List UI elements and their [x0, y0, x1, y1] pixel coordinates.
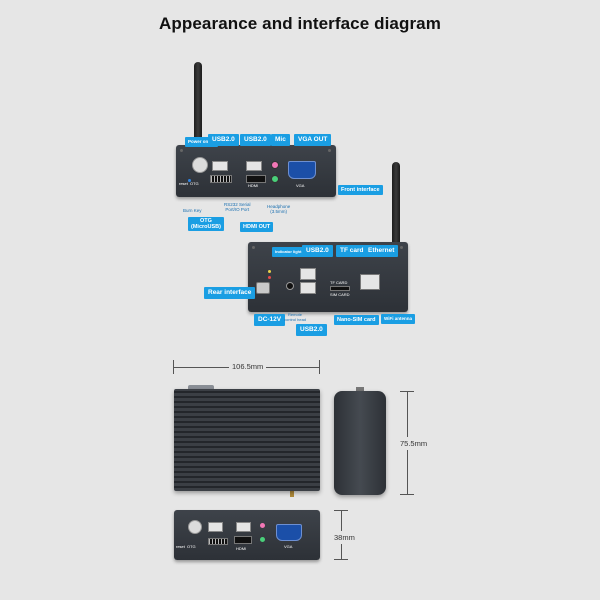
- usb-port-icon: [236, 522, 251, 532]
- height-dim-tick-top: [400, 391, 414, 392]
- tag-mic: Mic: [271, 134, 290, 146]
- depth-dim-tick-bottom: [334, 559, 348, 560]
- hdmi-label: HDMI: [236, 546, 247, 551]
- usb-port-icon: [212, 161, 228, 171]
- front-panel: VGA HDMI OTG reset: [176, 145, 336, 197]
- tag-nano-sim: Nano-SIM card: [334, 315, 379, 325]
- tag-tf-card: TF card: [336, 245, 368, 257]
- bottom-front-view: VGA HDMI OTG reset: [174, 510, 320, 560]
- reset-label: reset: [179, 181, 188, 186]
- vga-label: VGA: [284, 544, 293, 549]
- caption-rs232: RS232 Serial Port/IO Port: [224, 202, 251, 212]
- caption-headphone: Headphone (3.5mm): [267, 204, 291, 214]
- width-dim-tick-right: [319, 360, 320, 374]
- screw-icon: [180, 149, 183, 152]
- tag-wifi-antenna: WiFi antenna: [381, 314, 415, 324]
- dc-port-icon: [256, 282, 270, 294]
- side-view-connector: [356, 387, 364, 393]
- mic-jack-icon: [271, 161, 279, 169]
- screw-icon: [252, 246, 255, 249]
- depth-dim-tick-top: [334, 510, 348, 511]
- tf-card-slot-icon: [330, 286, 350, 291]
- depth-dim-label: 38mm: [334, 531, 355, 544]
- tag-vga-out: VGA OUT: [294, 134, 332, 146]
- remote-jack-icon: [286, 282, 294, 290]
- caption-burn-key: Burn Key: [183, 208, 202, 213]
- caption-remote: Remote control head: [284, 312, 307, 322]
- vga-port-icon: [288, 161, 316, 179]
- height-dim-label: 75.5mm: [400, 437, 428, 450]
- otg-label: OTG: [187, 544, 196, 549]
- vga-label: VGA: [296, 183, 305, 188]
- power-button-icon: [188, 520, 202, 534]
- tag-power-on-off: Power on/off: [185, 137, 219, 147]
- indicator-led-icon: [268, 276, 271, 279]
- screw-icon: [400, 246, 403, 249]
- front-led-icon: [188, 179, 191, 182]
- headphone-jack-icon: [260, 537, 265, 542]
- rs232-port-icon: [208, 538, 228, 545]
- rear-antenna: [392, 162, 400, 302]
- top-view-device: [174, 389, 320, 491]
- caption-sim: SIM CARD: [330, 292, 350, 297]
- rs232-port-icon: [210, 175, 232, 183]
- tag-usb2-a: USB2.0: [208, 134, 239, 146]
- mic-jack-icon: [260, 523, 265, 528]
- usb-port-icon: [300, 282, 316, 294]
- tag-otg: OTG (MicroUSB): [188, 217, 224, 231]
- side-view-device: [334, 391, 386, 495]
- tag-hdmi-out: HDMI OUT: [240, 222, 274, 232]
- power-button-icon: [192, 157, 208, 173]
- tag-ethernet: Ethernet: [364, 245, 399, 257]
- height-dim-tick-bottom: [400, 494, 414, 495]
- headphone-jack-icon: [271, 175, 279, 183]
- tag-rear-interface: Rear interface: [204, 287, 256, 299]
- ethernet-port-icon: [360, 274, 380, 290]
- otg-label: OTG: [190, 181, 199, 186]
- tag-usb2-top: USB2.0: [302, 245, 333, 257]
- width-dim-label: 106.5mm: [229, 362, 267, 371]
- tag-front-interface: Front interface: [338, 185, 383, 195]
- vga-port-icon: [276, 524, 302, 541]
- hdmi-label: HDMI: [248, 183, 259, 188]
- indicator-led-icon: [268, 270, 271, 273]
- tag-dc12v: DC-12V: [254, 314, 286, 326]
- tag-usb2-b: USB2.0: [240, 134, 271, 146]
- tag-usb2-bottom: USB2.0: [296, 324, 327, 336]
- screw-icon: [328, 149, 331, 152]
- width-dim-tick-left: [173, 360, 174, 374]
- usb-port-icon: [300, 268, 316, 280]
- usb-port-icon: [246, 161, 262, 171]
- front-antenna: [194, 62, 202, 148]
- page-title: Appearance and interface diagram: [159, 14, 441, 33]
- reset-label: reset: [176, 544, 185, 549]
- caption-tf: TF CARD: [330, 280, 348, 285]
- usb-port-icon: [208, 522, 223, 532]
- hdmi-port-icon: [246, 175, 266, 183]
- tag-indicator: Indicator light: [272, 247, 305, 257]
- hdmi-port-icon: [234, 536, 252, 544]
- top-view-connector: [290, 487, 294, 497]
